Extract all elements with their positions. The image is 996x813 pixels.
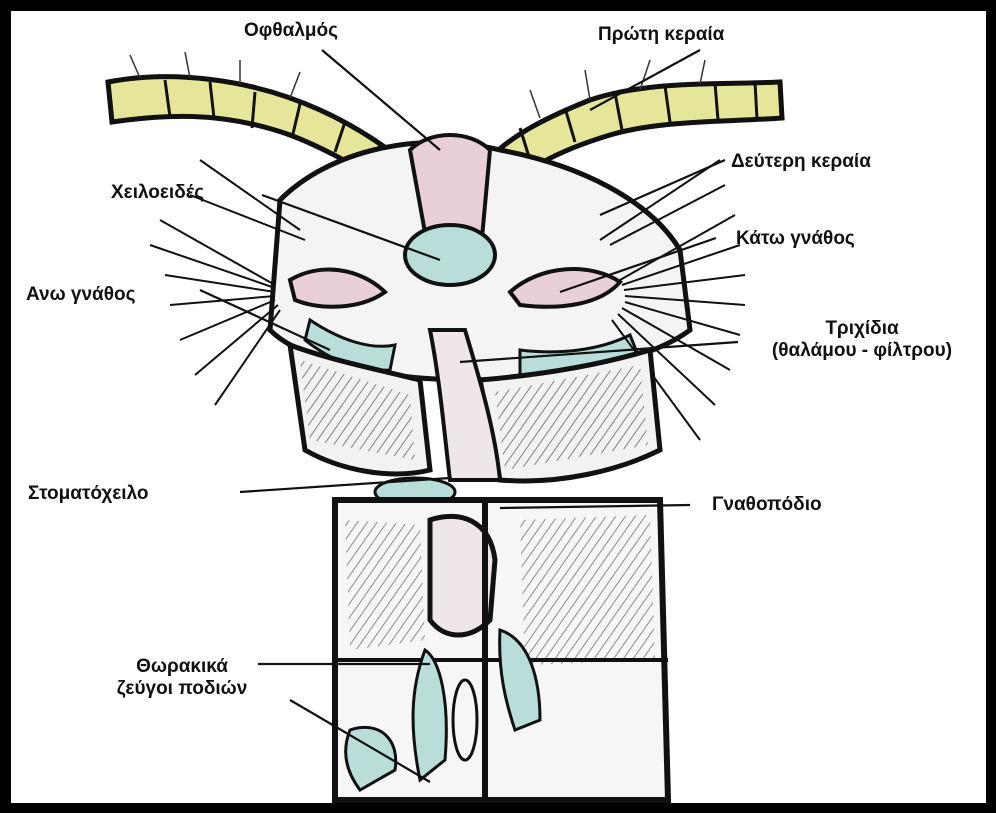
label-maxilliped: Γναθοπόδιο xyxy=(712,494,822,516)
label-maxilla: Κάτω γνάθος xyxy=(736,228,855,250)
label-setae: Τριχίδια (θαλάμου - φίλτρου) xyxy=(737,318,987,362)
label-eye: Οφθαλμός xyxy=(244,20,338,42)
label-setae-line2: (θαλάμου - φίλτρου) xyxy=(737,340,987,362)
label-first-antenna: Πρώτη κεραία xyxy=(598,24,724,46)
label-thoracic-line2: ζεύγοι ποδιών xyxy=(92,678,272,700)
label-thoracic-line1: Θωρακικά xyxy=(92,656,272,678)
label-setae-line1: Τριχίδια xyxy=(737,318,987,340)
label-mandible: Ανω γνάθος xyxy=(26,284,135,306)
label-second-antenna: Δεύτερη κεραία xyxy=(731,151,871,173)
head-region xyxy=(270,135,690,380)
label-thoracic-legs: Θωρακικά ζεύγοι ποδιών xyxy=(92,656,272,700)
label-labrum: Χειλοειδές xyxy=(111,182,204,204)
label-labium: Στοματόχειλο xyxy=(28,483,149,505)
